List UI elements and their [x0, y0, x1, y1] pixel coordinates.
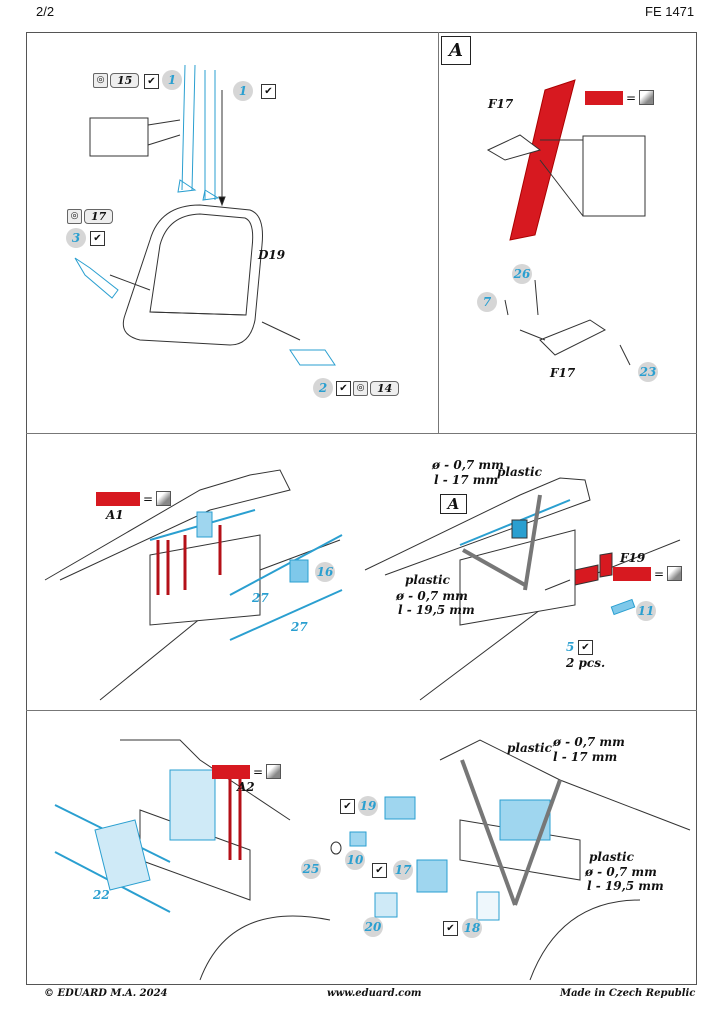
- rod-length: l - 19,5 mm: [587, 879, 664, 893]
- part-bubble: 1: [162, 70, 182, 90]
- seat-label: D19: [258, 248, 286, 262]
- paint-swatch-icon: [156, 491, 172, 506]
- seat-belts: [177, 64, 220, 201]
- paint-label: F19: [620, 551, 646, 565]
- part-label: 27: [291, 620, 308, 634]
- part-bubble: 17: [393, 860, 413, 880]
- part-bubble: 18: [462, 918, 482, 938]
- rod-material: plastic: [497, 465, 542, 479]
- page-number: 2/2: [36, 4, 55, 19]
- paint-swatch-icon: [667, 566, 683, 581]
- red-swatch: [585, 90, 623, 105]
- fuselage-frame-mid-right: [364, 477, 681, 701]
- red-swatch: [96, 491, 140, 506]
- etch-ref-17: ◎17: [67, 209, 114, 224]
- part-label: F17: [550, 366, 576, 380]
- part-bubble: 11: [636, 601, 656, 621]
- check-icon: ✔: [340, 799, 355, 814]
- part-bubble: 10: [345, 850, 365, 870]
- part-bubble: 19: [358, 796, 378, 816]
- fuselage-frame-bottom-right: [330, 739, 691, 981]
- part-label: F17: [488, 97, 514, 111]
- part-label: 22: [93, 888, 110, 902]
- part-bubble: 3: [66, 228, 86, 248]
- rod-material: plastic: [405, 573, 450, 587]
- check-icon: ✔: [90, 231, 105, 246]
- part-bubble: 2: [313, 378, 333, 398]
- check-icon: ✔: [578, 640, 593, 655]
- rod-length: l - 17 mm: [434, 473, 499, 487]
- instruction-frame: [26, 32, 697, 985]
- etch-fret-icon: ◎: [93, 73, 108, 88]
- red-swatch: [212, 764, 250, 779]
- part-bubble: 7: [477, 292, 497, 312]
- part-bubble: 1: [233, 81, 253, 101]
- part-bubble: 25: [301, 859, 321, 879]
- check-icon: ✔: [443, 921, 458, 936]
- etch-fret-icon: ◎: [67, 209, 82, 224]
- divider: [26, 710, 697, 711]
- rod-material: plastic: [589, 850, 634, 864]
- rod-material: plastic: [507, 741, 552, 755]
- check-icon: ✔: [336, 381, 351, 396]
- paint-legend: =: [96, 491, 172, 506]
- part-bubble: 16: [315, 562, 335, 582]
- paint-legend: =: [212, 764, 282, 779]
- etch-fret-icon: ◎: [353, 381, 368, 396]
- section-a-box: A: [441, 36, 471, 65]
- rod-diameter: ø - 0,7 mm: [585, 865, 657, 879]
- part-bubble: 23: [638, 362, 658, 382]
- website-link[interactable]: www.eduard.com: [327, 988, 422, 999]
- rod-diameter: ø - 0,7 mm: [553, 735, 625, 749]
- part-label: 27: [252, 591, 269, 605]
- rod-diameter: ø - 0,7 mm: [432, 458, 504, 472]
- quantity-label: 2 pcs.: [566, 656, 606, 670]
- part-bubble: 20: [363, 917, 383, 937]
- divider: [26, 433, 697, 434]
- check-icon: ✔: [144, 74, 159, 89]
- paint-legend: =: [585, 90, 655, 105]
- section-a-ref-box: A: [440, 494, 467, 514]
- copyright: © EDUARD M.A. 2024: [44, 988, 168, 999]
- divider: [438, 32, 439, 433]
- seat-drawing: [122, 204, 263, 346]
- fuselage-frame-mid-left: [44, 469, 343, 701]
- etch-ref-14: ◎14: [353, 381, 400, 396]
- part-label: 5: [566, 640, 575, 654]
- rod-length: l - 17 mm: [553, 750, 618, 764]
- paint-legend: =: [613, 566, 683, 581]
- rod-length: l - 19,5 mm: [398, 603, 475, 617]
- etch-ref-15: ◎15: [93, 73, 140, 88]
- part-bubble: 26: [512, 264, 532, 284]
- check-icon: ✔: [261, 84, 276, 99]
- paint-swatch-icon: [639, 90, 655, 105]
- rod-diameter: ø - 0,7 mm: [396, 589, 468, 603]
- paint-label: A1: [106, 508, 124, 522]
- paint-label: A2: [237, 780, 255, 794]
- red-swatch: [613, 566, 651, 581]
- check-icon: ✔: [372, 863, 387, 878]
- fuselage-frame-bottom-left: [54, 739, 331, 981]
- paint-swatch-icon: [266, 764, 282, 779]
- origin-label: Made in Czech Republic: [560, 988, 696, 999]
- product-code: FE 1471: [645, 4, 695, 19]
